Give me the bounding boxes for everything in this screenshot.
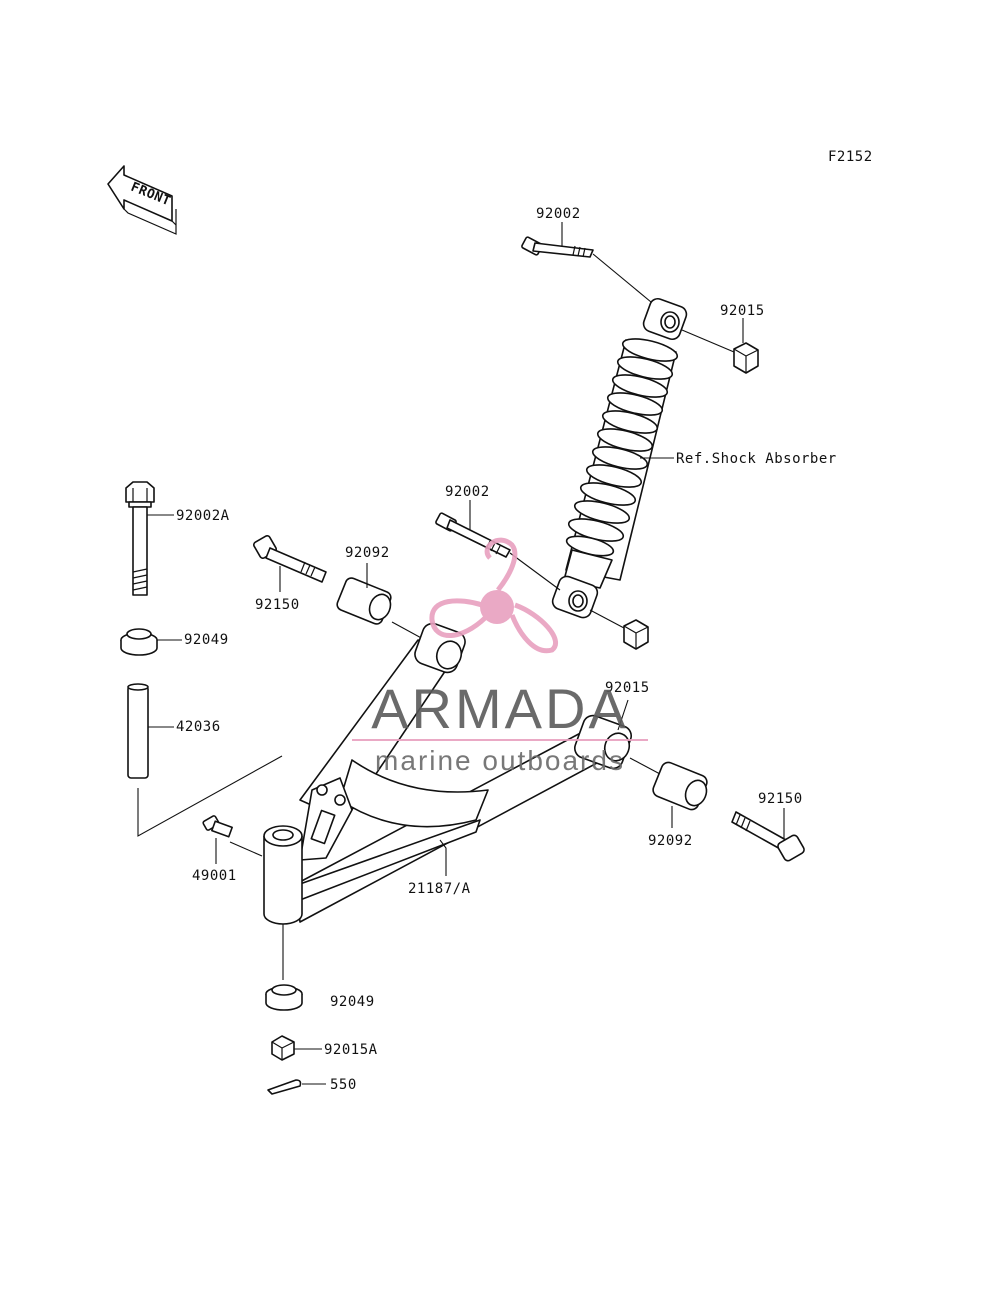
- armada-watermark: ARMADA marine outboards: [352, 537, 648, 776]
- callout-92002a: 92002A: [176, 508, 230, 524]
- bolt-92002-mid: [435, 500, 625, 629]
- callout-21187a: 21187/A: [408, 881, 471, 897]
- callout-92049-bottom: 92049: [330, 994, 375, 1010]
- callout-92002-mid: 92002: [445, 484, 490, 500]
- callout-92049-top: 92049: [184, 632, 229, 648]
- bolt-92150-right: [731, 808, 805, 862]
- watermark-tagline: marine outboards: [375, 745, 625, 776]
- washer-92049-top: [120, 628, 182, 656]
- callout-42036: 42036: [176, 719, 221, 735]
- callout-92150-left: 92150: [255, 597, 300, 613]
- leader-92015-mid: [617, 699, 629, 731]
- callout-92092-left: 92092: [345, 545, 390, 561]
- callout-92015a: 92015A: [324, 1042, 378, 1058]
- reference-label: Ref.Shock Absorber: [676, 451, 837, 467]
- callout-92092-right: 92092: [648, 833, 693, 849]
- nut-92015a: [271, 1035, 322, 1061]
- collar-42036: [127, 683, 283, 837]
- nut-92015-top: [681, 318, 759, 374]
- front-arrow-icon: FRONT: [107, 165, 177, 235]
- figure-code: F2152: [828, 149, 873, 165]
- callout-92002-top: 92002: [536, 206, 581, 222]
- bushing-92092-right: [629, 757, 708, 828]
- callout-92015-mid: 92015: [605, 680, 650, 696]
- callout-49001: 49001: [192, 868, 237, 884]
- callout-92015-top: 92015: [720, 303, 765, 319]
- washer-92049-bottom: [265, 984, 303, 1011]
- bolt-92150-left: [253, 535, 327, 592]
- propeller-logo-icon: [429, 537, 558, 654]
- suspension-arm-21187a: [263, 622, 632, 980]
- bolt-92002-top: [521, 222, 652, 303]
- watermark-brand: ARMADA: [371, 677, 629, 740]
- callout-550: 550: [330, 1077, 357, 1093]
- shock-absorber: [551, 297, 688, 619]
- cotter-pin-550: [267, 1079, 326, 1095]
- bolt-92002a: [125, 481, 174, 596]
- bushing-92092-left: [336, 563, 426, 641]
- grease-nipple-49001: [202, 815, 263, 864]
- callout-92150-right: 92150: [758, 791, 803, 807]
- nut-shock-lower: [623, 619, 649, 650]
